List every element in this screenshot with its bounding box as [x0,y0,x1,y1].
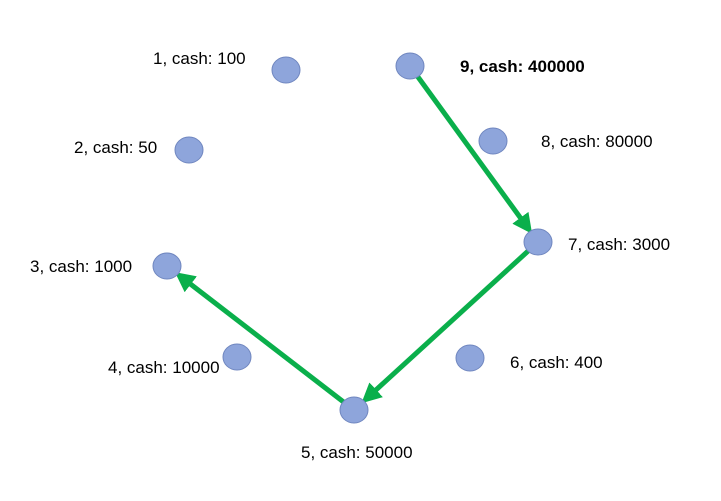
node-6-circle[interactable] [455,344,485,372]
node-8-label: 8, cash: 80000 [541,132,653,151]
node-3-circle[interactable] [152,252,182,280]
node-5-circle[interactable] [339,396,369,424]
node-7-circle[interactable] [523,228,553,256]
node-8-circle[interactable] [478,127,508,155]
node-6-label: 6, cash: 400 [510,353,603,372]
node-2-label: 2, cash: 50 [74,138,157,157]
edges-layer [174,69,536,409]
arrow-5-to-3 [174,272,352,409]
arrow-7-to-5 [361,243,536,404]
arrow-9-to-7 [411,69,533,234]
node-3-label: 3, cash: 1000 [30,257,132,276]
node-5-label: 5, cash: 50000 [301,443,413,462]
node-9-label: 9, cash: 400000 [460,57,585,76]
labels-layer: 1, cash: 100 2, cash: 50 3, cash: 1000 4… [30,49,670,462]
node-9-circle[interactable] [395,52,425,80]
nodes-layer [152,52,553,424]
node-1-label: 1, cash: 100 [153,49,246,68]
node-4-circle[interactable] [222,343,252,371]
node-2-circle[interactable] [174,136,204,164]
node-4-label: 4, cash: 10000 [108,358,220,377]
node-1-circle[interactable] [271,56,301,84]
node-7-label: 7, cash: 3000 [568,235,670,254]
